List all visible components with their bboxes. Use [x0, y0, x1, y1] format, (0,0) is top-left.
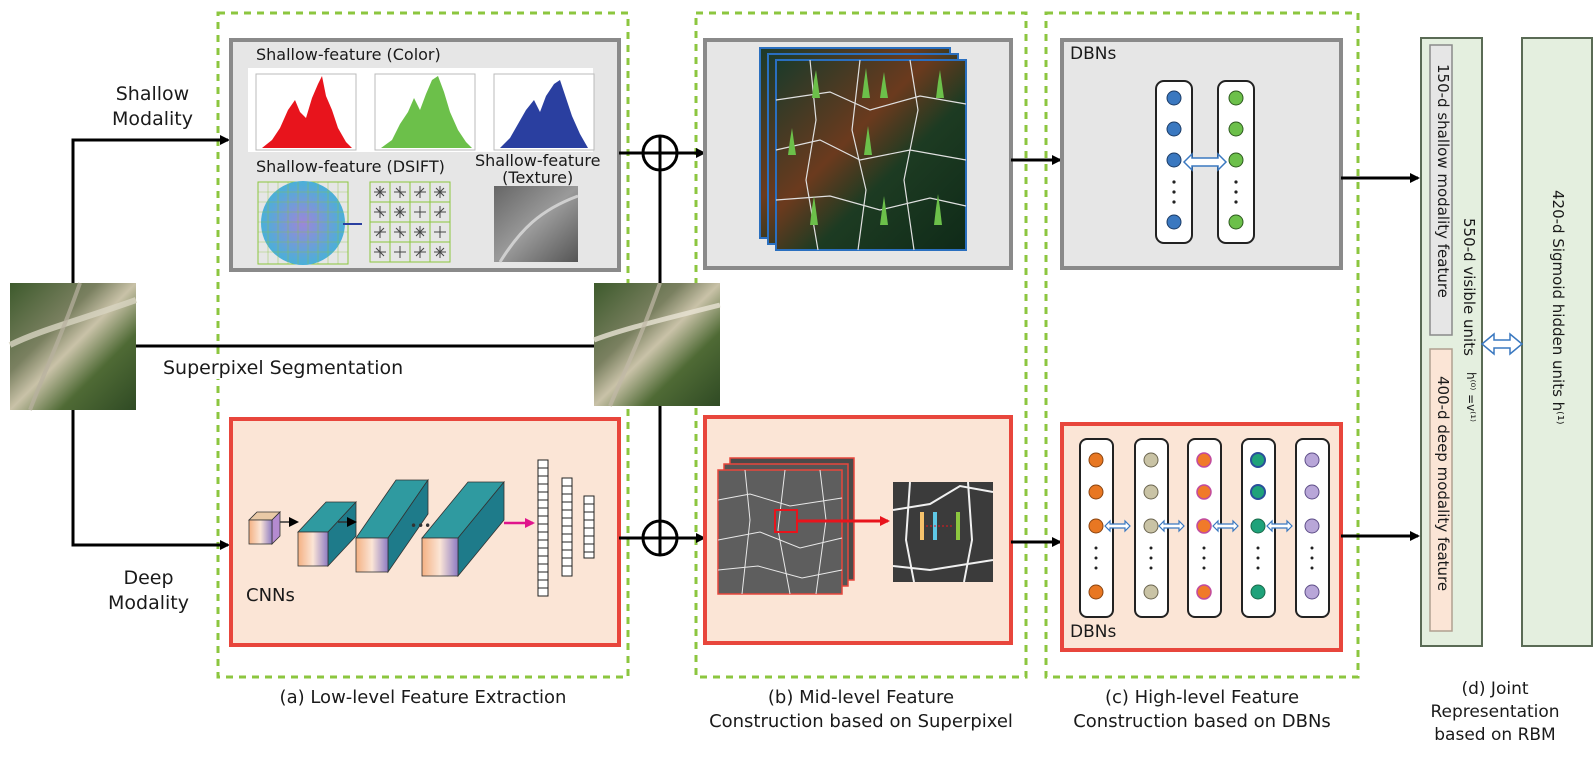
caption-c: (c) High-level Feature Construction base…	[1073, 687, 1331, 732]
hidden-units-bar	[1521, 37, 1593, 647]
svg-text:•••: •••	[410, 519, 431, 533]
superpixel-segmentation-label: Superpixel Segmentation	[163, 357, 404, 379]
shallow-feature-text: 150-d shallow modality feature	[1434, 64, 1452, 298]
dbn-top-label: DBNs	[1070, 44, 1117, 64]
fully-connected-layers	[537, 459, 595, 597]
superpixel-image	[593, 282, 721, 407]
caption-d: (d) Joint Representation based on RBM	[1430, 679, 1560, 745]
cnns-label: CNNs	[246, 585, 295, 606]
texture-image	[494, 186, 579, 263]
visible-units-superscript: h⁽⁰⁾ =v⁽¹⁾	[1464, 372, 1478, 422]
concat-symbol-top	[641, 134, 679, 172]
deep-superpixel-stack	[717, 457, 855, 595]
dbn-top-box	[1060, 38, 1343, 270]
input-satellite-image	[8, 282, 138, 411]
dsift-feature-title: Shallow-feature (DSIFT)	[256, 157, 445, 176]
dsift-circle	[257, 181, 349, 265]
rbm-bidirectional-arrow	[1480, 332, 1524, 356]
texture-feature-title: Shallow-feature (Texture)	[475, 151, 601, 187]
deep-modality-label: Deep Modality	[108, 567, 189, 614]
deep-feature-text: 400-d deep modality feature	[1434, 376, 1452, 592]
cnn-layers: •••	[248, 478, 505, 578]
panel-c-frame	[1044, 11, 1360, 679]
superpixel-histogram-stack	[759, 47, 967, 251]
histogram-red	[255, 73, 357, 151]
deep-feature-segment	[1429, 348, 1453, 632]
histogram-green	[374, 73, 476, 151]
concat-symbol-bottom	[641, 519, 679, 557]
dsift-star-glyphs	[374, 186, 446, 258]
caption-b: (b) Mid-level Feature Construction based…	[709, 687, 1013, 732]
cnn-box	[229, 417, 621, 647]
shallow-modality-label: Shallow Modality	[112, 83, 193, 130]
dbn-top-network	[1155, 80, 1255, 244]
dbn-bottom-label: DBNs	[1070, 622, 1117, 642]
dsift-descriptor-grid	[369, 181, 451, 263]
dbn-bottom-network	[1079, 438, 1330, 618]
visible-units-text: 550-d visible units	[1460, 218, 1478, 356]
input-arrows	[71, 135, 594, 550]
hidden-units-text: 420-d Sigmoid hidden units h⁽¹⁾	[1549, 190, 1567, 425]
histogram-blue	[493, 73, 595, 151]
color-feature-title: Shallow-feature (Color)	[256, 45, 441, 64]
shallow-feature-segment	[1429, 44, 1453, 336]
caption-a: (a) Low-level Feature Extraction	[279, 687, 567, 708]
zoomed-superpixel	[892, 481, 994, 583]
